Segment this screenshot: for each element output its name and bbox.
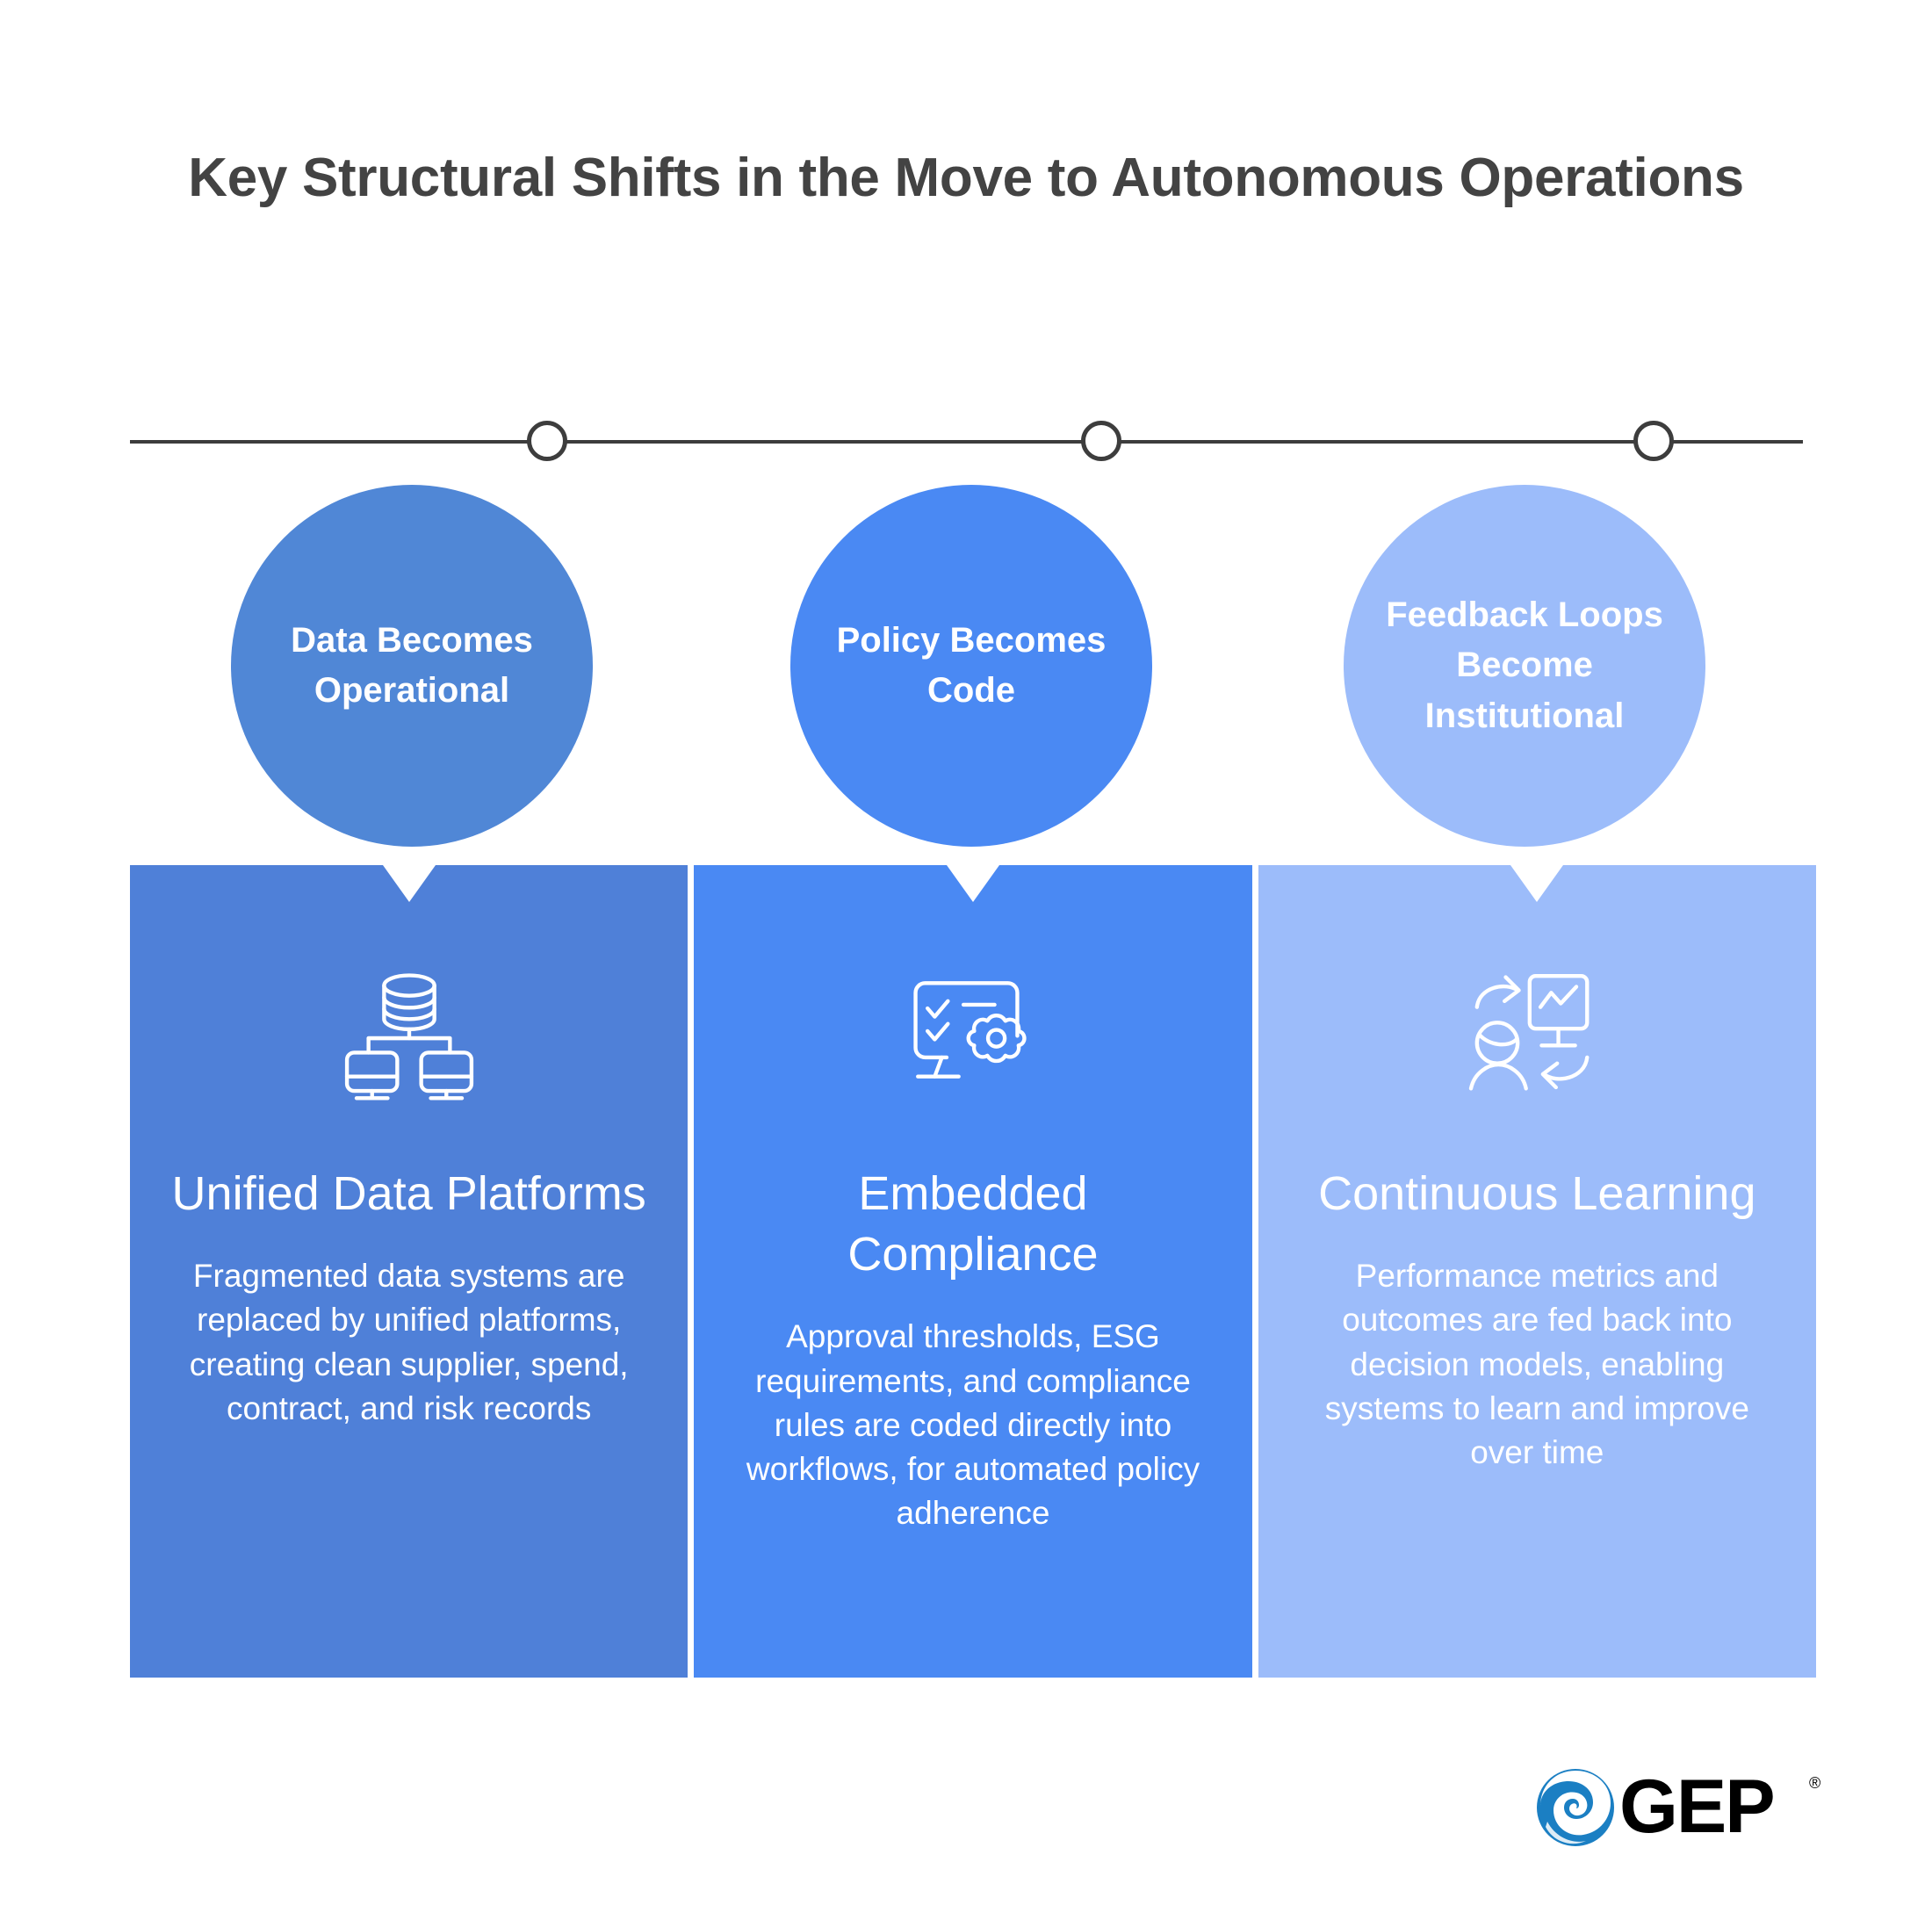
timeline	[130, 421, 1803, 461]
stage-circle-1: Data Becomes Operational	[231, 485, 593, 847]
timeline-node-3	[1633, 421, 1674, 461]
gep-wordmark: GEP	[1619, 1765, 1774, 1849]
panel-2-body: Approval thresholds, ESG requirements, a…	[746, 1318, 1200, 1532]
gep-logo-svg: GEP ®	[1537, 1765, 1820, 1849]
panel-1-heading: Unified Data Platforms	[171, 1167, 646, 1220]
panel-continuous-learning: Continuous Learning Performance metrics …	[1258, 865, 1816, 1678]
panel-3-body: Performance metrics and outcomes are fed…	[1324, 1258, 1749, 1471]
timeline-line	[130, 440, 1803, 444]
stage-circle-2: Policy Becomes Code	[790, 485, 1152, 847]
panel-2-heading: Embedded Compliance	[847, 1167, 1099, 1281]
panel-1-body: Fragmented data systems are replaced by …	[189, 1258, 629, 1427]
stage-circle-1-label: Data Becomes Operational	[291, 620, 533, 710]
stage-circle-3: Feedback Loops Become Institutional	[1344, 485, 1705, 847]
panel-row: Unified Data Platforms Fragmented data s…	[130, 865, 1816, 1678]
panel-embedded-compliance: Embedded Compliance Approval thresholds,…	[694, 865, 1252, 1678]
database-network-icon	[335, 969, 484, 1101]
checklist-gear-icon	[898, 969, 1048, 1101]
panel-notch	[1510, 865, 1564, 902]
stage-circle-3-label: Feedback Loops Become Institutional	[1386, 595, 1663, 735]
timeline-node-1	[527, 421, 567, 461]
panel-unified-data-platforms: Unified Data Platforms Fragmented data s…	[130, 865, 688, 1678]
panel-notch	[382, 865, 436, 902]
gep-logo: GEP ®	[1535, 1765, 1825, 1850]
panel-notch	[946, 865, 999, 902]
timeline-node-2	[1081, 421, 1121, 461]
gep-trademark: ®	[1809, 1774, 1820, 1792]
feedback-loop-person-chart-icon	[1462, 969, 1611, 1101]
gep-swirl-icon	[1537, 1769, 1614, 1846]
panel-3-heading: Continuous Learning	[1318, 1167, 1756, 1220]
page-title: Key Structural Shifts in the Move to Aut…	[188, 148, 1744, 208]
stage-circle-2-label: Policy Becomes Code	[836, 620, 1107, 710]
